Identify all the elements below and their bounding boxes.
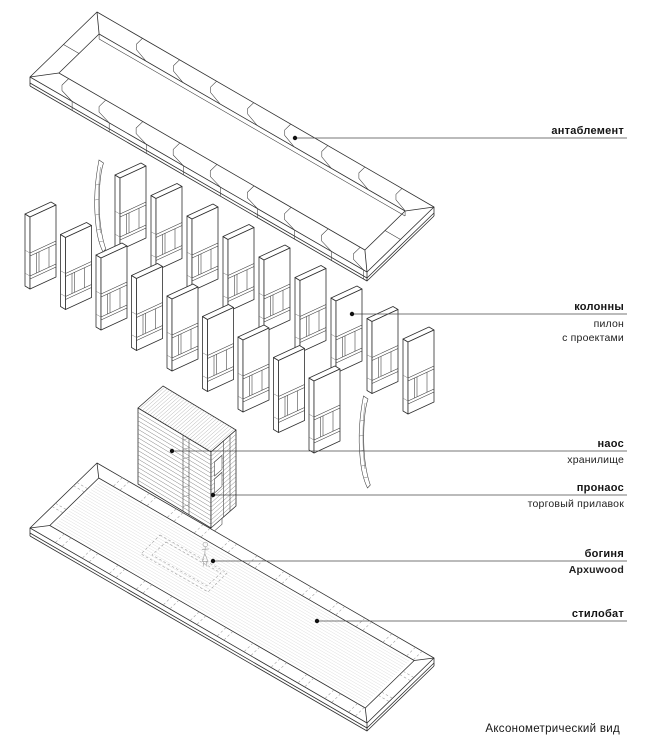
callout-pronaos: пронаос xyxy=(577,482,624,494)
callout-pronaos-subs: торговый прилавок xyxy=(528,497,624,511)
callout-entablature: антаблемент xyxy=(551,125,624,137)
view-caption: Аксонометрический вид xyxy=(485,723,620,735)
entablature-drawing xyxy=(29,11,435,282)
goddess-figure xyxy=(201,541,209,567)
callout-goddess: богиня xyxy=(585,548,624,560)
leader-lines xyxy=(169,135,627,624)
callout-title: богиня xyxy=(584,548,624,560)
callout-title: наос xyxy=(597,438,624,450)
stylobate-drawing xyxy=(29,462,435,732)
callout-title: пронаос xyxy=(576,482,624,494)
callout-subtitle: Apxuwood xyxy=(568,564,624,576)
callout-title: антаблемент xyxy=(551,125,624,137)
callout-title: стилобат xyxy=(571,608,624,620)
callout-subtitle: с проектами xyxy=(562,332,624,344)
callout-stylobate: стилобат xyxy=(572,608,624,620)
callout-title: колонны xyxy=(574,301,624,313)
callout-naos: наос xyxy=(598,438,624,450)
callout-subtitle: торговый прилавок xyxy=(527,498,624,510)
naos-drawing xyxy=(137,385,237,535)
warped-panel-drawing xyxy=(94,159,371,489)
callout-subtitle: хранилище xyxy=(567,454,624,466)
callout-naos-subs: хранилище xyxy=(567,453,624,467)
naos-footprint-dashed xyxy=(140,534,228,593)
callout-subtitle: пилон xyxy=(593,318,624,330)
callout-goddess-subs: Apxuwood xyxy=(569,563,624,577)
callout-columns: колонны xyxy=(574,301,624,313)
callout-columns-subs: пилон с проектами xyxy=(562,317,624,345)
